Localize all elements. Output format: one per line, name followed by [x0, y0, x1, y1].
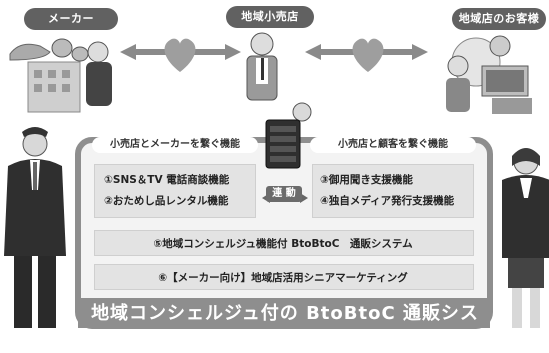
retailer-pill: 地域小売店 — [226, 6, 314, 28]
function-2: ②おためし品レンタル機能 — [104, 195, 229, 207]
function-4: ④独自メディア発行支援機能 — [320, 195, 455, 207]
function-1: ①SNS＆TV 電話商談機能 — [104, 174, 230, 186]
right-function-box — [312, 164, 474, 218]
right-heart-icon — [352, 38, 384, 72]
customer-pill: 地域店のお客様 — [452, 8, 546, 30]
customer-illustration — [446, 35, 532, 114]
right-businesswoman — [502, 148, 549, 328]
function-3: ③御用聞き支援機能 — [320, 174, 413, 186]
function-5: ⑤地域コンシェルジュ機能付 BtoBtoC 通販システム — [153, 238, 413, 250]
maker-pill: メーカー — [24, 8, 118, 30]
left-heart-icon — [164, 38, 196, 72]
footer-bar — [78, 298, 490, 328]
left-function-box — [94, 164, 256, 218]
left-businessman — [4, 127, 66, 328]
left-function-label: 小売店とメーカーを繋ぐ機能 — [92, 137, 258, 153]
server-icon — [265, 119, 301, 169]
function-6-box — [94, 264, 474, 290]
link-badge: 連 動 — [266, 186, 302, 202]
maker-illustration — [9, 38, 112, 113]
function-5-box — [94, 230, 474, 256]
retailer-illustration — [246, 32, 312, 122]
right-function-label: 小売店と顧客を繋ぐ機能 — [310, 137, 476, 153]
footer-title: 地域コンシェルジュ付の BtoBtoC 通販システム — [91, 303, 479, 350]
function-6: ⑥【メーカー向け】地域店活用シニアマーケティング — [158, 272, 408, 284]
